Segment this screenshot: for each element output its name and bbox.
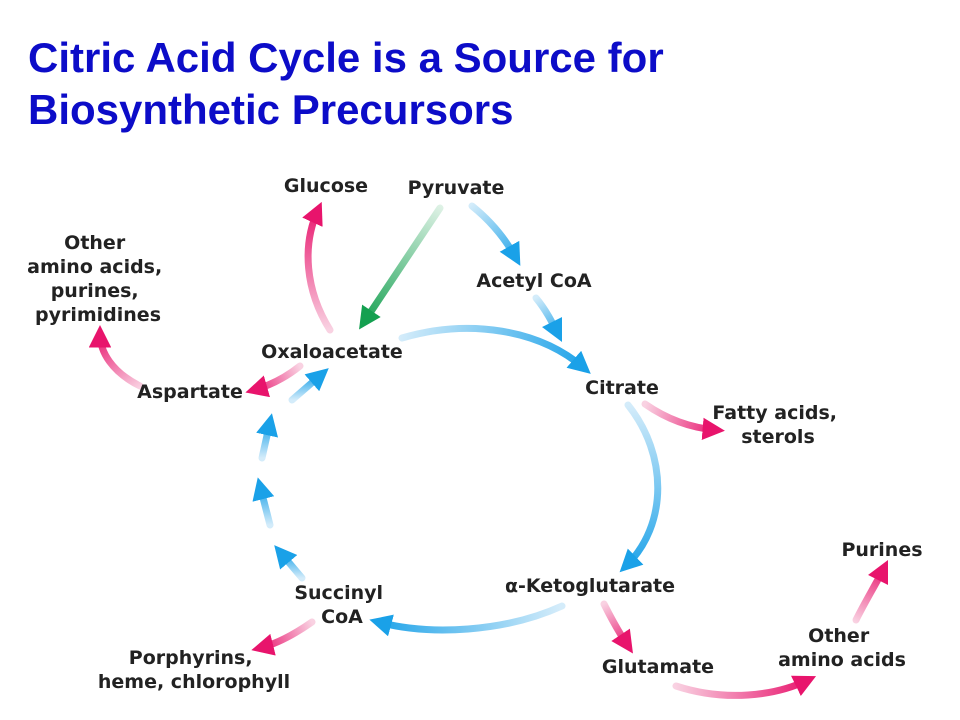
arrow-other-amino-acids-to-purines <box>852 559 889 624</box>
node-alpha-ketoglutarate: α-Ketoglutarate <box>505 575 675 597</box>
node-other-amino-acids-left: Other amino acids, purines, pyrimidines <box>27 232 169 326</box>
slide-title: Citric Acid Cycle is a Source for Biosyn… <box>28 32 928 136</box>
node-purines: Purines <box>841 539 922 561</box>
node-succinyl-coa: Succinyl CoA <box>294 582 389 628</box>
arrow-citrate-to-fatty-acids <box>641 400 725 441</box>
title-line-2: Biosynthetic Precursors <box>28 86 514 133</box>
arrow-aspartate-to-other-amino-acids <box>88 325 144 390</box>
arrow-glutamate-to-other-amino-acids <box>672 675 817 699</box>
arrow-oxaloacetate-to-glucose <box>302 201 334 334</box>
arrow-oxaloacetate-to-citrate <box>398 324 591 374</box>
node-pyruvate: Pyruvate <box>408 177 505 199</box>
title-line-1: Citric Acid Cycle is a Source for <box>28 34 664 81</box>
node-oxaloacetate: Oxaloacetate <box>261 341 403 363</box>
arrow-segment-succinyl-4 <box>288 368 329 404</box>
arrow-succinyl-coa-to-porphyrins <box>251 618 316 656</box>
node-glucose: Glucose <box>284 175 368 197</box>
arrow-pyruvate-to-oxaloacetate <box>359 204 444 330</box>
arrow-pyruvate-to-acetyl-coa <box>468 202 521 266</box>
arrow-ketoglutarate-to-glutamate <box>600 600 633 654</box>
arrow-ketoglutarate-to-succinyl-coa <box>369 602 566 637</box>
arrow-oxaloacetate-to-aspartate <box>245 362 304 398</box>
node-acetyl-coa: Acetyl CoA <box>476 270 591 292</box>
node-other-amino-acids-right: Other amino acids <box>778 625 906 671</box>
arrow-citrate-to-ketoglutarate <box>619 401 662 573</box>
node-aspartate: Aspartate <box>137 381 243 403</box>
node-fatty-acids: Fatty acids, sterols <box>712 402 843 448</box>
arrow-segment-succinyl-2 <box>252 477 275 529</box>
arrow-segment-succinyl-1 <box>274 545 306 582</box>
arrow-segment-succinyl-3 <box>256 413 279 462</box>
node-citrate: Citrate <box>585 377 659 399</box>
arrow-acetyl-coa-to-citrate <box>532 294 563 343</box>
node-porphyrins: Porphyrins, heme, chlorophyll <box>98 647 290 693</box>
node-glutamate: Glutamate <box>602 656 714 678</box>
